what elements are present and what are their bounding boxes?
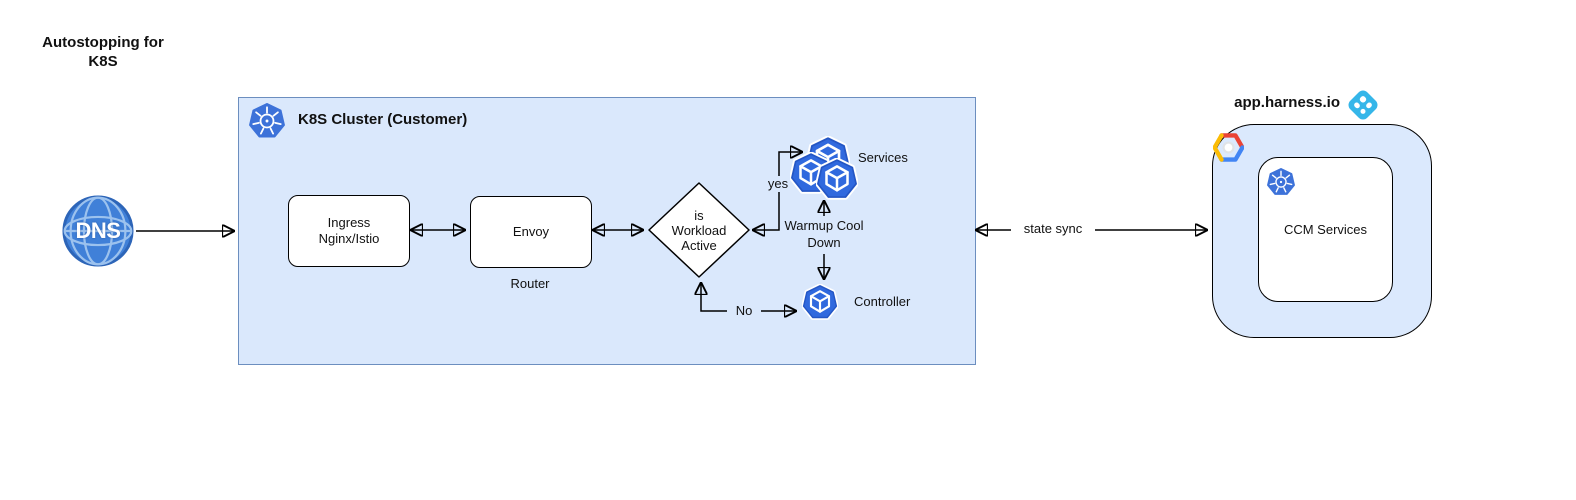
edge-label-state-sync: state sync xyxy=(1011,221,1095,237)
controller-label: Controller xyxy=(854,294,911,309)
kubernetes-icon xyxy=(249,103,285,139)
router-label: Router xyxy=(510,276,550,291)
envoy-node: Envoy xyxy=(470,196,592,268)
controller-pod-icon xyxy=(802,284,838,320)
kubernetes-icon xyxy=(1267,168,1295,196)
edge-label-warmup-cooldown: Warmup Cool Down xyxy=(784,218,864,250)
ingress-label: Ingress Nginx/Istio xyxy=(318,215,380,246)
harness-domain-label: app.harness.io xyxy=(1234,94,1340,111)
harness-logo-icon xyxy=(1346,88,1380,122)
ingress-node: Ingress Nginx/Istio xyxy=(288,195,410,267)
decision-node: is Workload Active xyxy=(647,181,751,279)
dns-node: DNS xyxy=(61,194,135,268)
edge-label-no: No xyxy=(727,303,761,319)
dns-label: DNS xyxy=(75,218,121,243)
cluster-title: K8S Cluster (Customer) xyxy=(298,111,468,128)
decision-label: is Workload Active xyxy=(671,207,727,253)
services-node xyxy=(790,136,862,202)
diamond-shape xyxy=(648,182,750,278)
pod-icon xyxy=(816,158,858,200)
services-label: Services xyxy=(858,150,908,165)
envoy-label: Envoy xyxy=(512,224,550,239)
gcp-logo-icon xyxy=(1213,132,1244,163)
diagram-title: Autostopping for K8S xyxy=(42,34,164,70)
ccm-services-label: CCM Services xyxy=(1283,221,1368,237)
